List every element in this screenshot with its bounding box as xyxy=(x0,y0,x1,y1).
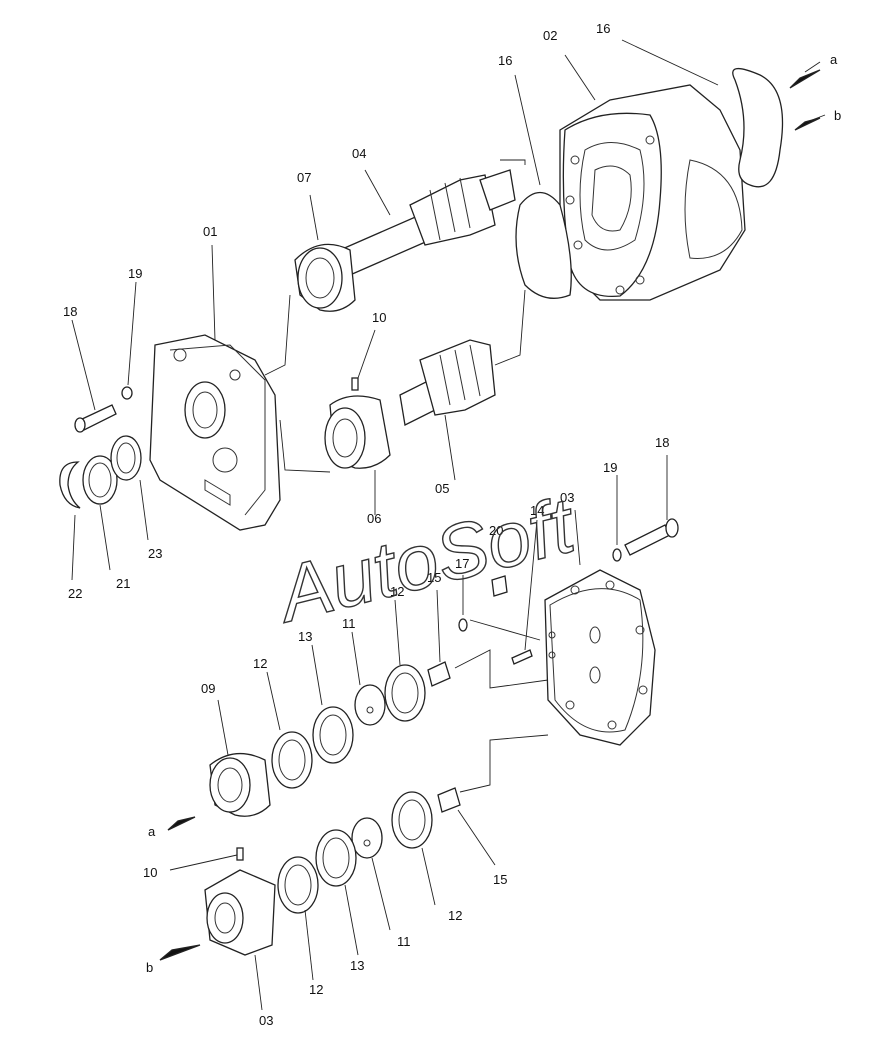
label-06: 06 xyxy=(367,511,381,526)
ring-23 xyxy=(110,435,142,481)
drive-shaft-04 xyxy=(339,169,516,276)
label-18-left: 18 xyxy=(63,304,77,319)
label-11-a: 11 xyxy=(342,616,356,631)
pin-10-lower xyxy=(236,847,244,861)
label-03-lower: 03 xyxy=(259,1013,273,1028)
snap-ring-22 xyxy=(59,461,81,509)
label-02: 02 xyxy=(543,28,557,43)
label-15-lower: 15 xyxy=(493,872,507,887)
washer-19-left xyxy=(121,386,133,400)
pin-10-upper xyxy=(351,377,359,391)
driven-gear-05 xyxy=(399,339,496,426)
arrow-b-bottom xyxy=(159,944,201,961)
flange-09 xyxy=(209,753,271,817)
label-23: 23 xyxy=(148,546,162,561)
pump-body-02 xyxy=(559,84,746,301)
arrow-a-top xyxy=(789,69,821,89)
label-13-b: 13 xyxy=(350,958,364,973)
ring-12-c xyxy=(277,856,319,914)
label-01: 01 xyxy=(203,224,217,239)
seal-13-a xyxy=(312,706,354,764)
label-16-top: 16 xyxy=(596,21,610,36)
label-09: 09 xyxy=(201,681,215,696)
arrow-a-bottom xyxy=(167,816,196,831)
ring-17 xyxy=(458,618,468,632)
bolt-18-left xyxy=(74,404,117,433)
leader-lines xyxy=(71,39,826,1011)
ring-12-a xyxy=(384,664,426,722)
plug-20 xyxy=(491,575,508,597)
pin-14 xyxy=(511,649,533,665)
seal-ring-16-right xyxy=(732,68,784,188)
label-21: 21 xyxy=(116,576,130,591)
label-07: 07 xyxy=(297,170,311,185)
label-12-b: 12 xyxy=(253,656,267,671)
plug-15-lower xyxy=(437,787,461,813)
label-13-a: 13 xyxy=(298,629,312,644)
bolt-18-right xyxy=(624,518,679,556)
label-a-top: a xyxy=(830,52,838,67)
label-11-b: 11 xyxy=(397,934,411,949)
label-19-left: 19 xyxy=(128,266,142,281)
ring-21 xyxy=(82,455,118,505)
label-12-d: 12 xyxy=(448,908,462,923)
bushing-07 xyxy=(294,243,356,312)
rear-cover-03 xyxy=(544,569,656,746)
label-10-lower: 10 xyxy=(143,865,157,880)
label-19-right: 19 xyxy=(603,460,617,475)
label-12-c: 12 xyxy=(309,982,323,997)
label-16: 16 xyxy=(498,53,512,68)
label-17: 17 xyxy=(455,556,469,571)
label-12-a: 12 xyxy=(390,584,404,599)
label-a-bottom: a xyxy=(148,824,156,839)
label-15-upper: 15 xyxy=(427,570,441,585)
plate-11-a xyxy=(354,684,386,726)
label-05: 05 xyxy=(435,481,449,496)
label-b-bottom: b xyxy=(146,960,153,975)
label-20: 20 xyxy=(489,523,503,538)
label-18-right: 18 xyxy=(655,435,669,450)
plug-15-upper xyxy=(427,661,451,687)
ring-12-d xyxy=(391,791,433,849)
flange-03-lower xyxy=(204,869,276,956)
label-22: 22 xyxy=(68,586,82,601)
label-03-rear: 03 xyxy=(560,490,574,505)
label-14: 14 xyxy=(530,503,544,518)
label-b-top: b xyxy=(834,108,841,123)
label-04: 04 xyxy=(352,146,366,161)
watermark-text: AutoSoft xyxy=(267,480,586,640)
label-10-upper: 10 xyxy=(372,310,386,325)
ring-12-b xyxy=(271,731,313,789)
part-labels: 02 16 16 a b 04 07 01 19 18 10 05 06 03 … xyxy=(63,21,841,1028)
seal-13-b xyxy=(315,829,357,887)
washer-19-right xyxy=(612,548,622,562)
arrow-b-top xyxy=(794,117,821,131)
plate-11-b xyxy=(351,817,383,859)
front-cover-01 xyxy=(149,334,281,531)
bushing-06 xyxy=(324,395,391,469)
seal-ring-16-left xyxy=(515,191,572,299)
